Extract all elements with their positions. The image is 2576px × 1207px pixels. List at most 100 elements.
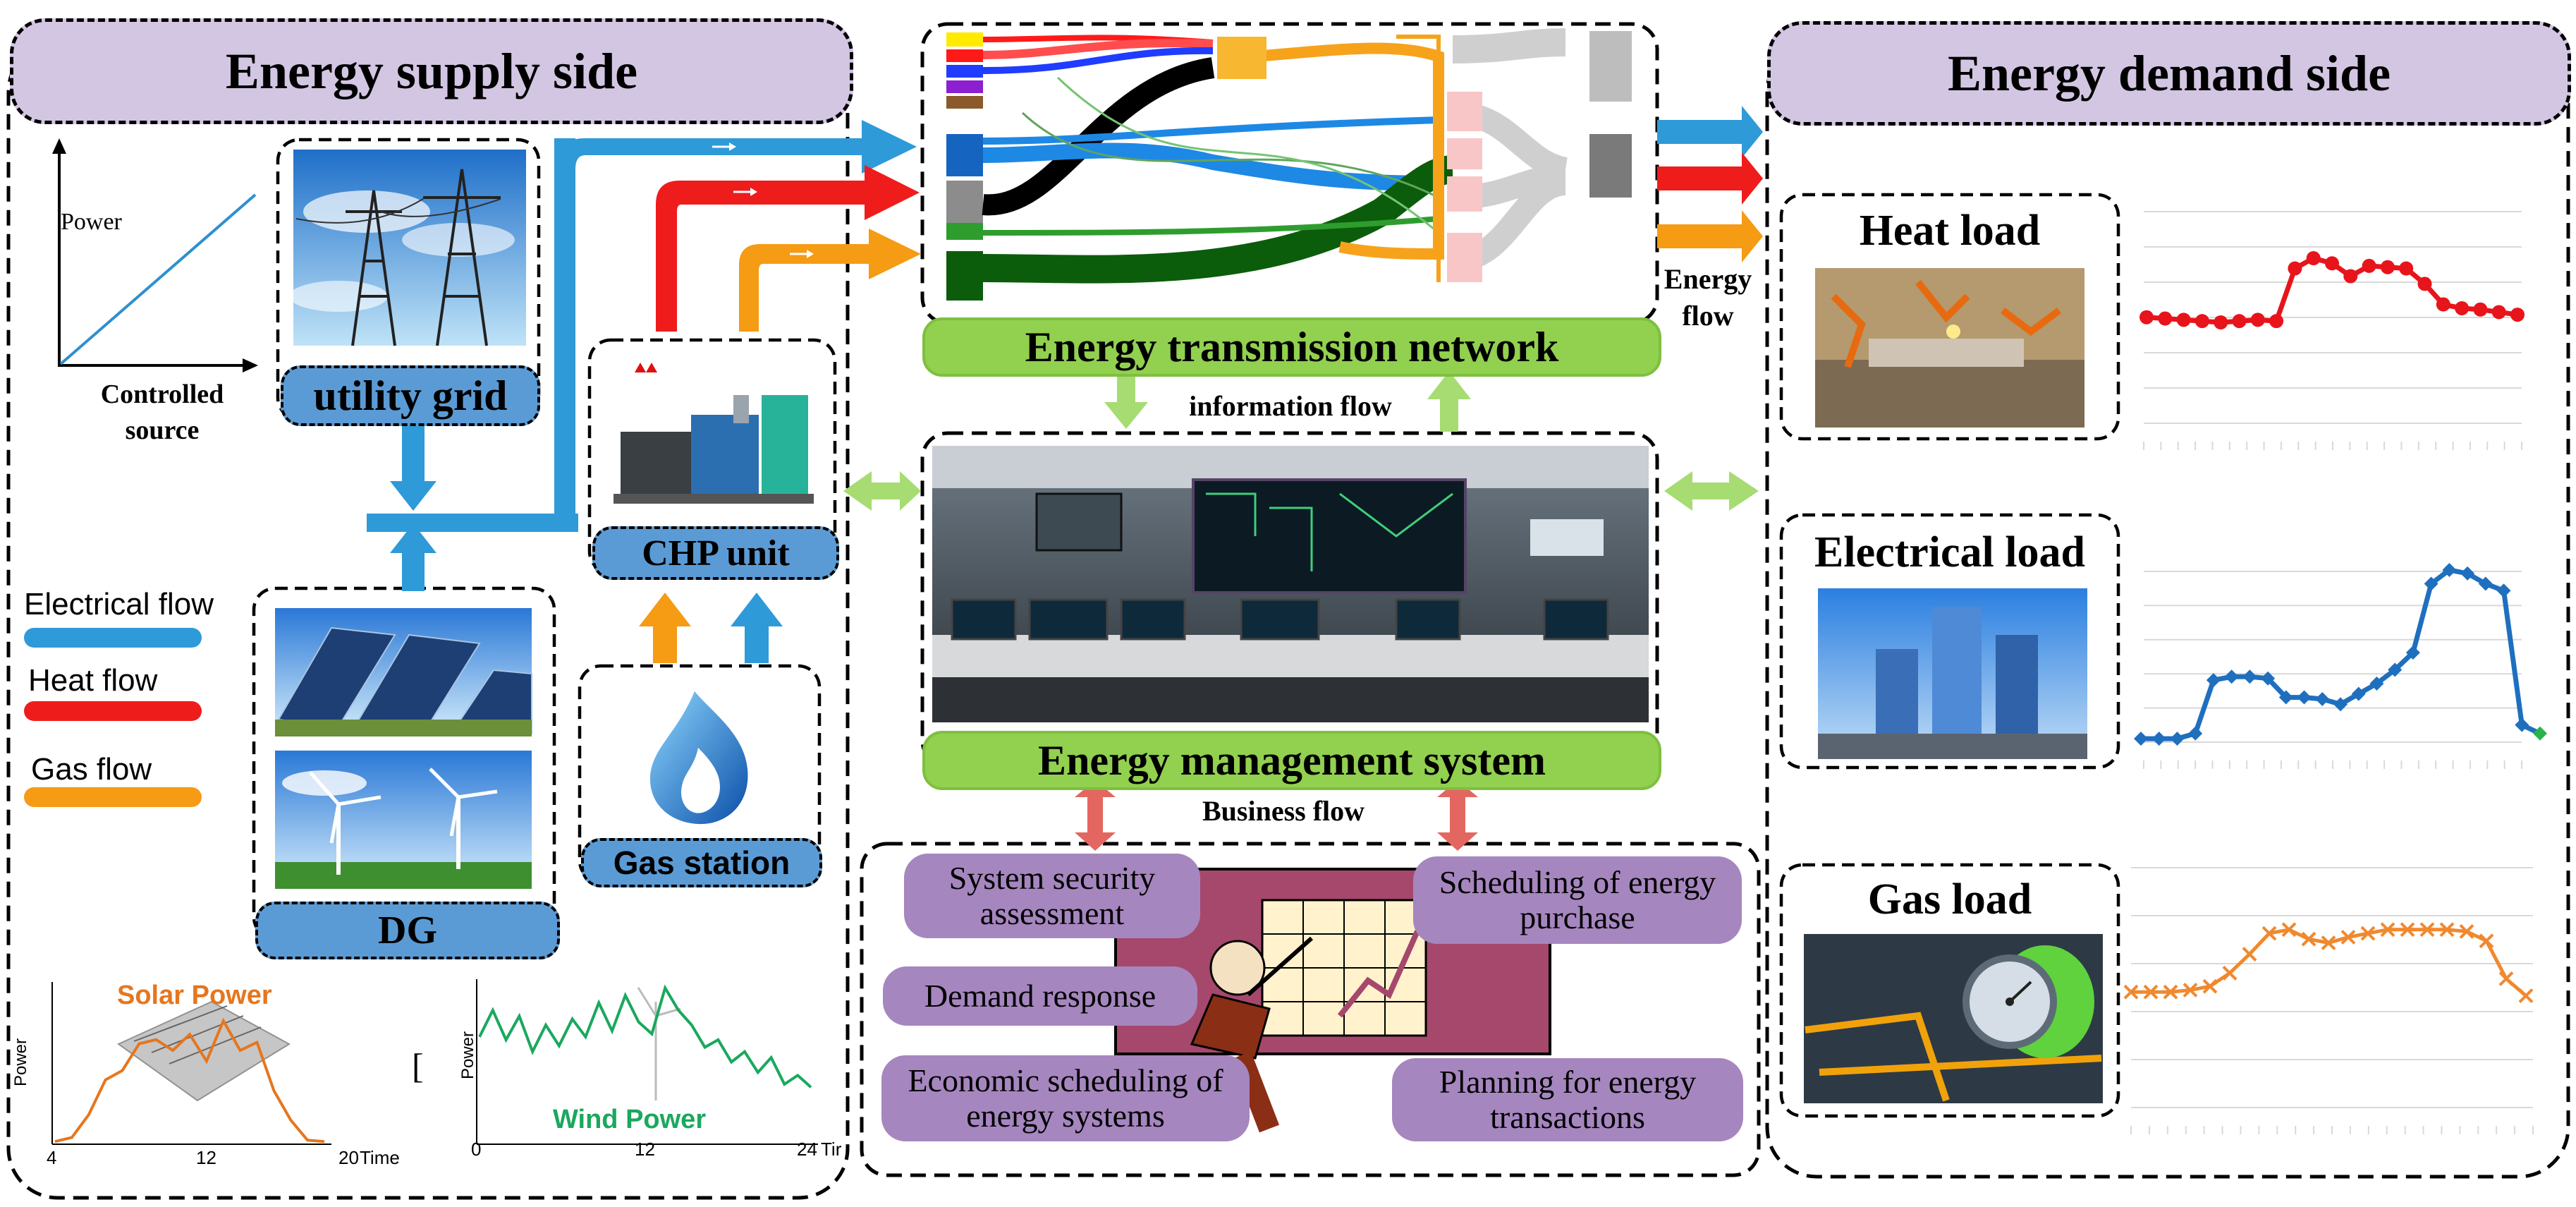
heat-load-point bbox=[2214, 315, 2228, 329]
gas-load-point bbox=[2439, 922, 2455, 938]
electrical-load-point bbox=[2170, 732, 2185, 746]
wind-xunit: Tir bbox=[821, 1139, 842, 1160]
dg-label: DG bbox=[255, 902, 560, 959]
gas-load-point bbox=[2222, 965, 2238, 981]
gas-station-logo bbox=[649, 691, 748, 825]
elec-box bbox=[1779, 513, 2120, 770]
business-flow-label: Business flow bbox=[1202, 795, 1365, 827]
gas-load-point bbox=[2183, 983, 2198, 997]
gas-load-line bbox=[2131, 928, 2527, 997]
heat-load-image bbox=[1815, 268, 2084, 427]
management-label: Energy management system bbox=[922, 731, 1661, 790]
utility-grid-image bbox=[289, 150, 526, 346]
electrical-load-point bbox=[2151, 732, 2166, 746]
demand-header: Energy demand side bbox=[1767, 21, 2571, 126]
bracket-glyph: [ bbox=[412, 1046, 424, 1086]
energy-flow-label: Energy flow bbox=[1664, 263, 1752, 332]
heat-load-point bbox=[2232, 314, 2247, 329]
business-security: System security assessment bbox=[904, 854, 1200, 938]
electrical-load-point bbox=[2405, 645, 2420, 660]
heat-box bbox=[1779, 193, 2120, 441]
solar-tick-3: 20 bbox=[338, 1147, 359, 1168]
wind-plot-ylabel: Power bbox=[458, 1031, 477, 1079]
heat-load-point bbox=[2436, 297, 2450, 312]
management-panel bbox=[920, 431, 1659, 768]
heat-load-point bbox=[2139, 310, 2154, 325]
solar-plot-ylabel: Power bbox=[11, 1038, 30, 1086]
electrical-load-point bbox=[2369, 677, 2384, 691]
gas-load-point bbox=[2340, 930, 2356, 945]
electrical-load-line bbox=[2141, 567, 2541, 741]
heat-load-point bbox=[2325, 256, 2339, 271]
electrical-load-point bbox=[2533, 726, 2547, 741]
gas-load-point bbox=[2202, 978, 2218, 994]
controlled-source-ylabel: Power bbox=[61, 209, 122, 235]
gas-load-point bbox=[2281, 922, 2297, 938]
supply-header: Energy supply side bbox=[10, 18, 853, 124]
electrical-load-point bbox=[2351, 686, 2366, 701]
heat-load-point bbox=[2380, 260, 2395, 274]
gas-load-point bbox=[2459, 924, 2474, 939]
heat-load-point bbox=[2417, 277, 2432, 291]
control-room-image bbox=[932, 446, 1649, 722]
gas-load-point bbox=[2360, 926, 2376, 941]
gas-station-label: Gas station bbox=[581, 838, 822, 887]
business-demand: Demand response bbox=[883, 966, 1197, 1026]
legend-heat: Heat flow bbox=[28, 663, 158, 698]
electrical-load-point bbox=[2261, 671, 2276, 686]
solar-panel-image bbox=[275, 608, 532, 736]
information-flow-label: information flow bbox=[1189, 390, 1392, 422]
business-purchase: Scheduling of energy purchase bbox=[1413, 856, 1742, 944]
heat-load-point bbox=[2176, 313, 2191, 327]
electrical-load-point bbox=[2278, 690, 2293, 705]
heat-load-point bbox=[2491, 305, 2506, 320]
wind-power-line bbox=[478, 984, 812, 1088]
business-planning: Planning for energy transactions bbox=[1392, 1058, 1743, 1141]
electrical-load-point bbox=[2333, 697, 2348, 712]
electrical-load-point bbox=[2424, 576, 2438, 591]
heat-load-point bbox=[2195, 314, 2209, 329]
legend-electrical: Electrical flow bbox=[24, 587, 214, 621]
gas-load-title: Gas load bbox=[1867, 875, 2032, 923]
flow-pipes bbox=[24, 106, 1763, 807]
wind-plot-title: Wind Power bbox=[553, 1105, 707, 1134]
chp-image bbox=[605, 363, 817, 508]
gas-load-point bbox=[2321, 935, 2336, 950]
heat-load-point bbox=[2269, 314, 2284, 329]
heat-load-point bbox=[2510, 308, 2525, 322]
gas-load-point bbox=[2419, 922, 2435, 938]
electrical-load-chart bbox=[2134, 563, 2547, 769]
wind-power-plot bbox=[476, 979, 818, 1145]
electrical-load-point bbox=[2442, 563, 2457, 577]
gas-load-point bbox=[2400, 922, 2415, 938]
chp-unit-label: CHP unit bbox=[592, 526, 839, 580]
gas-load-point bbox=[2242, 947, 2257, 962]
solar-power-plot bbox=[51, 982, 331, 1145]
heat-load-point bbox=[2473, 302, 2488, 317]
utility-grid-label: utility grid bbox=[281, 365, 540, 426]
gas-load-point bbox=[2518, 988, 2534, 1003]
solar-tick-2: 12 bbox=[196, 1147, 216, 1168]
gas-load-point bbox=[2143, 984, 2159, 1000]
heat-load-point bbox=[2343, 269, 2358, 284]
heat-load-chart bbox=[2139, 211, 2525, 450]
gas-load-point bbox=[2261, 926, 2277, 941]
heat-load-point bbox=[2306, 251, 2321, 265]
heat-load-point bbox=[2288, 261, 2302, 276]
gas-load-image bbox=[1804, 934, 2103, 1103]
electrical-load-point bbox=[2242, 669, 2257, 684]
gas-load-point bbox=[2123, 984, 2139, 1000]
electrical-load-point bbox=[2478, 576, 2493, 591]
gas-load-point bbox=[2498, 971, 2514, 986]
electrical-load-point bbox=[2496, 583, 2511, 598]
heat-load-point bbox=[2250, 313, 2265, 327]
gas-load-point bbox=[2380, 922, 2395, 938]
electrical-load-point bbox=[2188, 726, 2203, 741]
heat-load-point bbox=[2455, 301, 2470, 315]
business-panel bbox=[860, 842, 1761, 1177]
solar-power-line bbox=[54, 1017, 325, 1144]
gas-load-point bbox=[2163, 984, 2178, 1000]
heat-load-point bbox=[2362, 258, 2376, 273]
transmission-label: Energy transmission network bbox=[922, 317, 1661, 377]
